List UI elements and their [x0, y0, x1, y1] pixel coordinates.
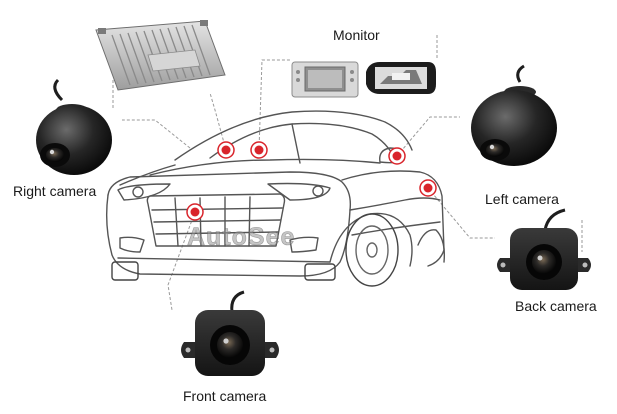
leader-line-ecu	[210, 93, 226, 150]
label-monitor: Monitor	[333, 27, 380, 43]
front-camera-image	[181, 292, 279, 376]
marker-windshield-left	[218, 142, 234, 158]
ecu-box	[96, 20, 225, 90]
label-back-camera: Back camera	[515, 298, 597, 314]
label-left-camera: Left camera	[485, 191, 559, 207]
watermark-text: AutoSee	[187, 223, 295, 252]
car-illustration	[107, 111, 445, 286]
marker-windshield-right	[251, 142, 267, 158]
marker-rear	[420, 180, 436, 196]
mirror-monitor	[366, 62, 436, 94]
leader-line-left-camera	[397, 117, 460, 156]
leader-line-monitor	[259, 60, 290, 150]
back-camera-image	[497, 210, 591, 290]
leader-line-right-camera	[122, 120, 190, 148]
right-camera-image	[36, 80, 112, 175]
marker-front-grille	[187, 204, 203, 220]
head-unit-monitor	[292, 62, 358, 97]
marker-side-mirror	[389, 148, 405, 164]
label-front-camera: Front camera	[183, 388, 266, 404]
left-camera-image	[471, 66, 557, 166]
label-right-camera: Right camera	[13, 183, 96, 199]
